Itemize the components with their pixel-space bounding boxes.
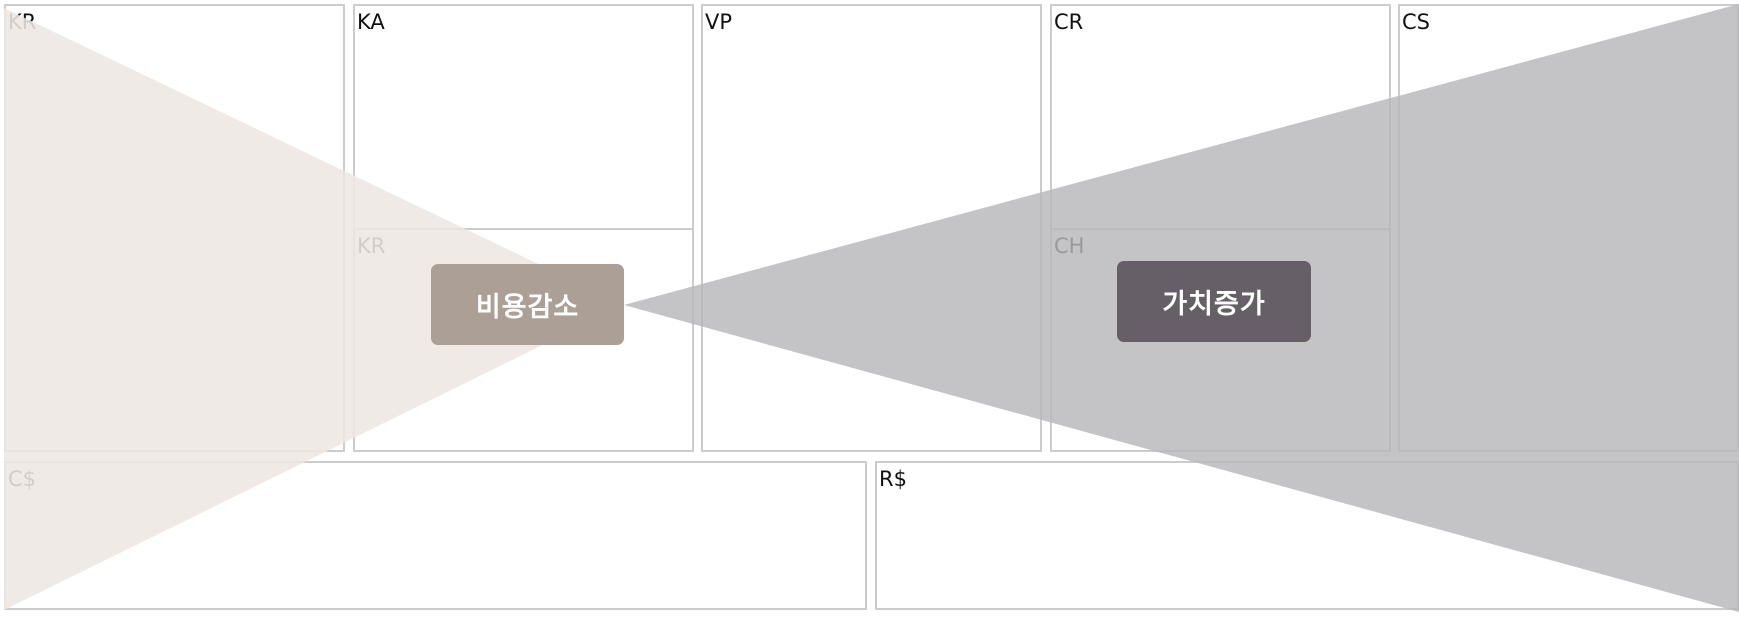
cell-label-cs: CS — [1402, 10, 1430, 34]
cell-label-cr: CR — [1054, 10, 1084, 34]
cell-label-kr-resources: KR — [357, 234, 386, 258]
cell-label-ka: KA — [357, 10, 385, 34]
cell-key-partners: KR — [4, 4, 345, 452]
cell-label-vp: VP — [705, 10, 733, 34]
cell-value-propositions: VP — [701, 4, 1042, 452]
cell-label-revenue-streams: R$ — [879, 467, 907, 491]
cell-cost-structure: C$ — [4, 461, 867, 610]
value-increase-label: 가치증가 — [1117, 261, 1311, 342]
cell-label-cost-structure: C$ — [8, 467, 37, 491]
cell-customer-segments: CS — [1398, 4, 1739, 452]
cell-key-activities: KA — [353, 4, 694, 230]
cell-label-ch: CH — [1054, 234, 1085, 258]
cell-revenue-streams: R$ — [875, 461, 1739, 610]
cell-customer-relationships: CR — [1050, 4, 1391, 230]
cell-label-kr-partners: KR — [8, 10, 37, 34]
cost-reduction-label: 비용감소 — [431, 264, 624, 345]
